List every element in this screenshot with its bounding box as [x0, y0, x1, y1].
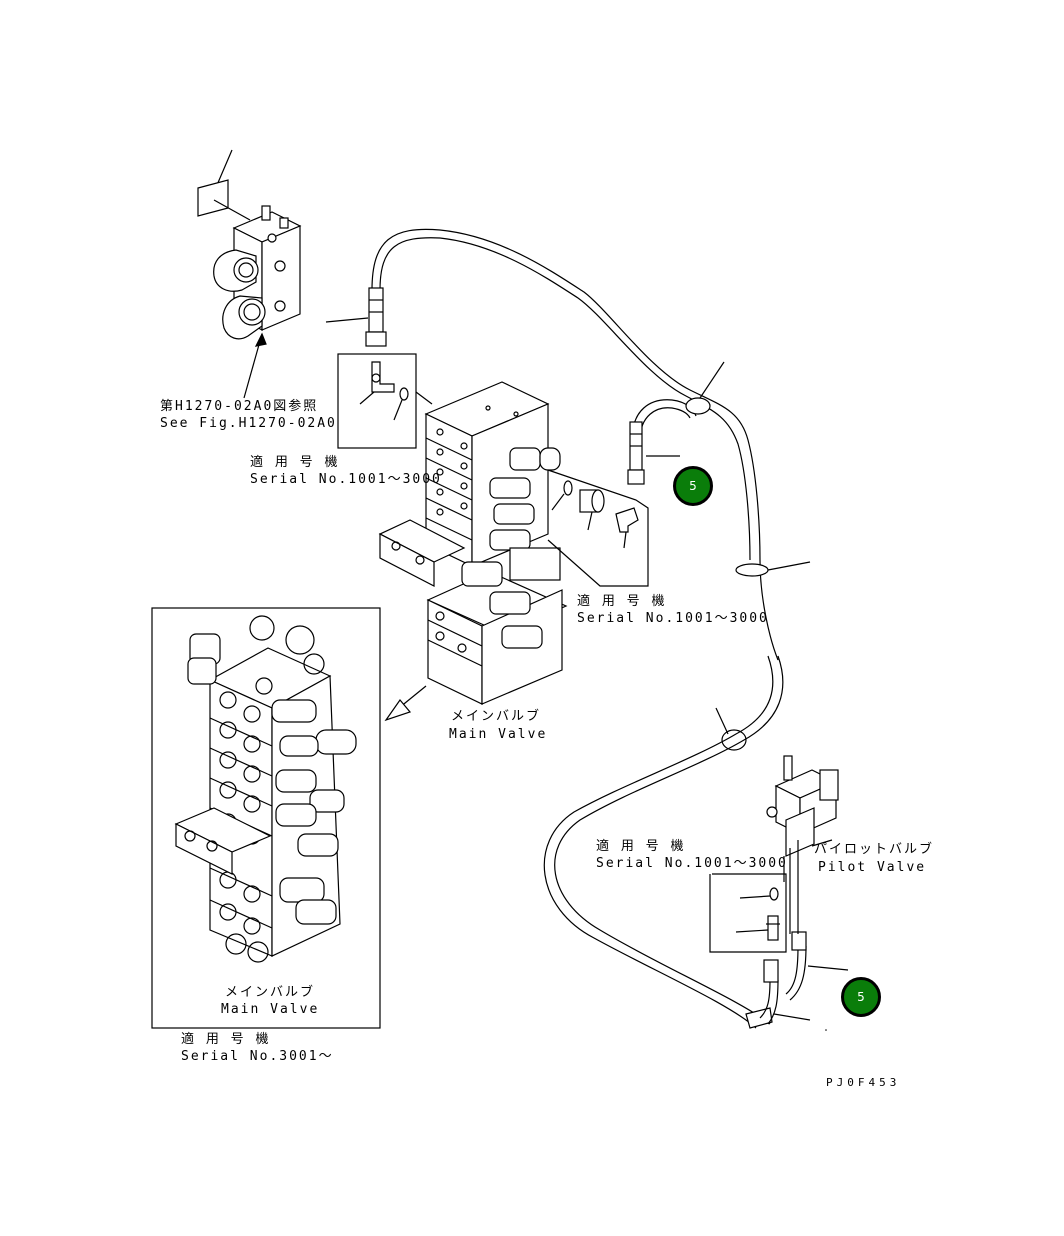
reference-label-en: See Fig.H1270-02A0	[160, 416, 337, 431]
drawing-code: PJ0F453	[826, 1076, 901, 1089]
callout-5-lower[interactable]: 5	[841, 977, 881, 1017]
serial-label-a-en: Serial No.1001～3000	[250, 472, 442, 487]
pilot-hose-upper	[325, 228, 779, 661]
reference-label-jp: 第H1270-02A0図参照	[160, 399, 319, 414]
reference-block	[197, 149, 302, 399]
serial-label-a-jp: 適 用 号 機	[250, 455, 340, 470]
serial-label-c-jp: 適 用 号 機	[596, 839, 686, 854]
detail-box-upper	[337, 353, 433, 449]
detail-box-middle	[547, 469, 649, 587]
pilot-valve-label-en: Pilot Valve	[818, 860, 927, 875]
inset-arrow	[384, 685, 427, 722]
serial-label-b-jp: 適 用 号 機	[577, 594, 667, 609]
inset-main-valve-label-en: Main Valve	[221, 1002, 320, 1017]
main-valve-label-en: Main Valve	[449, 727, 548, 742]
pilot-valve	[709, 755, 839, 953]
inset-main-valve-label-jp: メインバルブ	[225, 985, 316, 1000]
serial-label-d-jp: 適 用 号 機	[181, 1032, 271, 1047]
pilot-valve-label-jp: パイロットバルブ	[814, 842, 935, 857]
pilot-hose-lower	[543, 655, 849, 1029]
main-valve-label-jp: メインバルブ	[451, 709, 542, 724]
serial-label-c-en: Serial No.1001～3000	[596, 856, 788, 871]
callout-5-upper[interactable]: 5	[673, 466, 713, 506]
serial-label-b-en: Serial No.1001～3000	[577, 611, 769, 626]
serial-label-d-en: Serial No.3001～	[181, 1049, 334, 1064]
inset-box	[151, 607, 381, 1029]
main-valve-center	[378, 381, 568, 705]
hose-clamps	[685, 361, 811, 751]
